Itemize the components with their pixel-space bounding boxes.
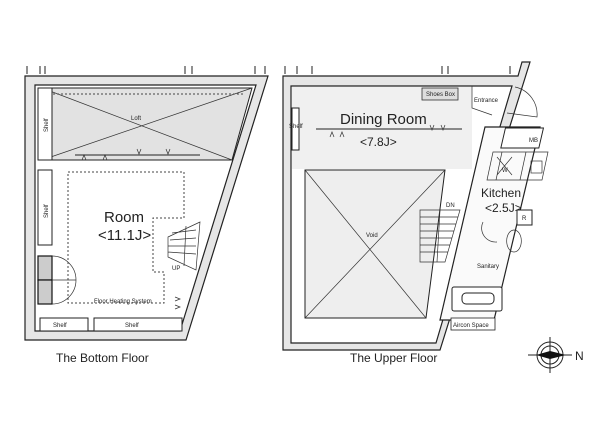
shelf-bottom-right (93, 317, 183, 332)
outlets (174, 296, 181, 310)
shoes-box (421, 87, 459, 101)
bathtub-basin (461, 292, 495, 305)
compass-icon: N (528, 337, 584, 373)
wall-ticks (284, 66, 511, 74)
stairs-label: DN (446, 203, 455, 209)
room-size: <11.1J> (98, 227, 151, 244)
loft-label: Loft (131, 116, 141, 122)
loft-cross (41, 87, 253, 161)
dining-room-name: Dining Room (340, 111, 427, 128)
kitchen-size: <2.5J> (485, 201, 522, 215)
floor-heating-area (67, 171, 185, 304)
shelf-upper (291, 107, 300, 151)
mb-box (500, 127, 545, 149)
shoes-box-label: Shoes Box (426, 92, 455, 98)
shelf-label: Shelf (44, 118, 50, 132)
void-cross (304, 169, 446, 319)
entrance-door (506, 86, 538, 118)
door-leaf (37, 255, 53, 281)
fridge-label: R (522, 216, 527, 222)
entrance-label: Entrance (474, 98, 499, 104)
aircon-label: Aircon Space (453, 323, 489, 329)
stairs-label: UP (172, 266, 180, 272)
stairs-down (419, 209, 461, 263)
bottom-floor-caption: The Bottom Floor (56, 351, 149, 365)
floor-heating-label: Floor Heating System (94, 299, 152, 305)
kitchen-appliances (486, 151, 549, 181)
void-label: Void (366, 233, 378, 239)
stairs-up (167, 221, 201, 271)
door-swing (51, 255, 77, 305)
room-name: Room (104, 209, 144, 226)
shelf-label: Shelf (289, 124, 303, 130)
shelf-bottom-left (39, 317, 89, 332)
aircon-space (450, 317, 496, 331)
compass-north: N (575, 349, 584, 363)
sanitary-label: Sanitary (477, 264, 499, 270)
toilet (481, 221, 522, 253)
dining-room-size: <7.8J> (360, 135, 397, 149)
shelf-label: Shelf (53, 323, 67, 329)
light-fixtures (329, 124, 446, 138)
shelf-label: Shelf (44, 204, 50, 218)
entrance-partition (471, 86, 493, 116)
kitchen-name: Kitchen (481, 186, 521, 200)
upper-floor-caption: The Upper Floor (350, 351, 437, 365)
shelf-left-mid (37, 169, 53, 246)
mb-label: MB (529, 138, 538, 144)
light-fixtures (81, 148, 171, 161)
shelf-left-top (37, 87, 53, 161)
shelf-label: Shelf (125, 323, 139, 329)
upper-floor-plan: Dining Room <7.8J> Shoes Box Entrance Sh… (282, 61, 549, 365)
wall-ticks (26, 66, 266, 74)
bottom-floor-plan: Loft Shelf Shelf Room <11.1J> Floor Heat… (24, 66, 269, 365)
fridge (516, 209, 533, 226)
door-leaf (37, 279, 53, 305)
washer-label: W (502, 168, 508, 174)
